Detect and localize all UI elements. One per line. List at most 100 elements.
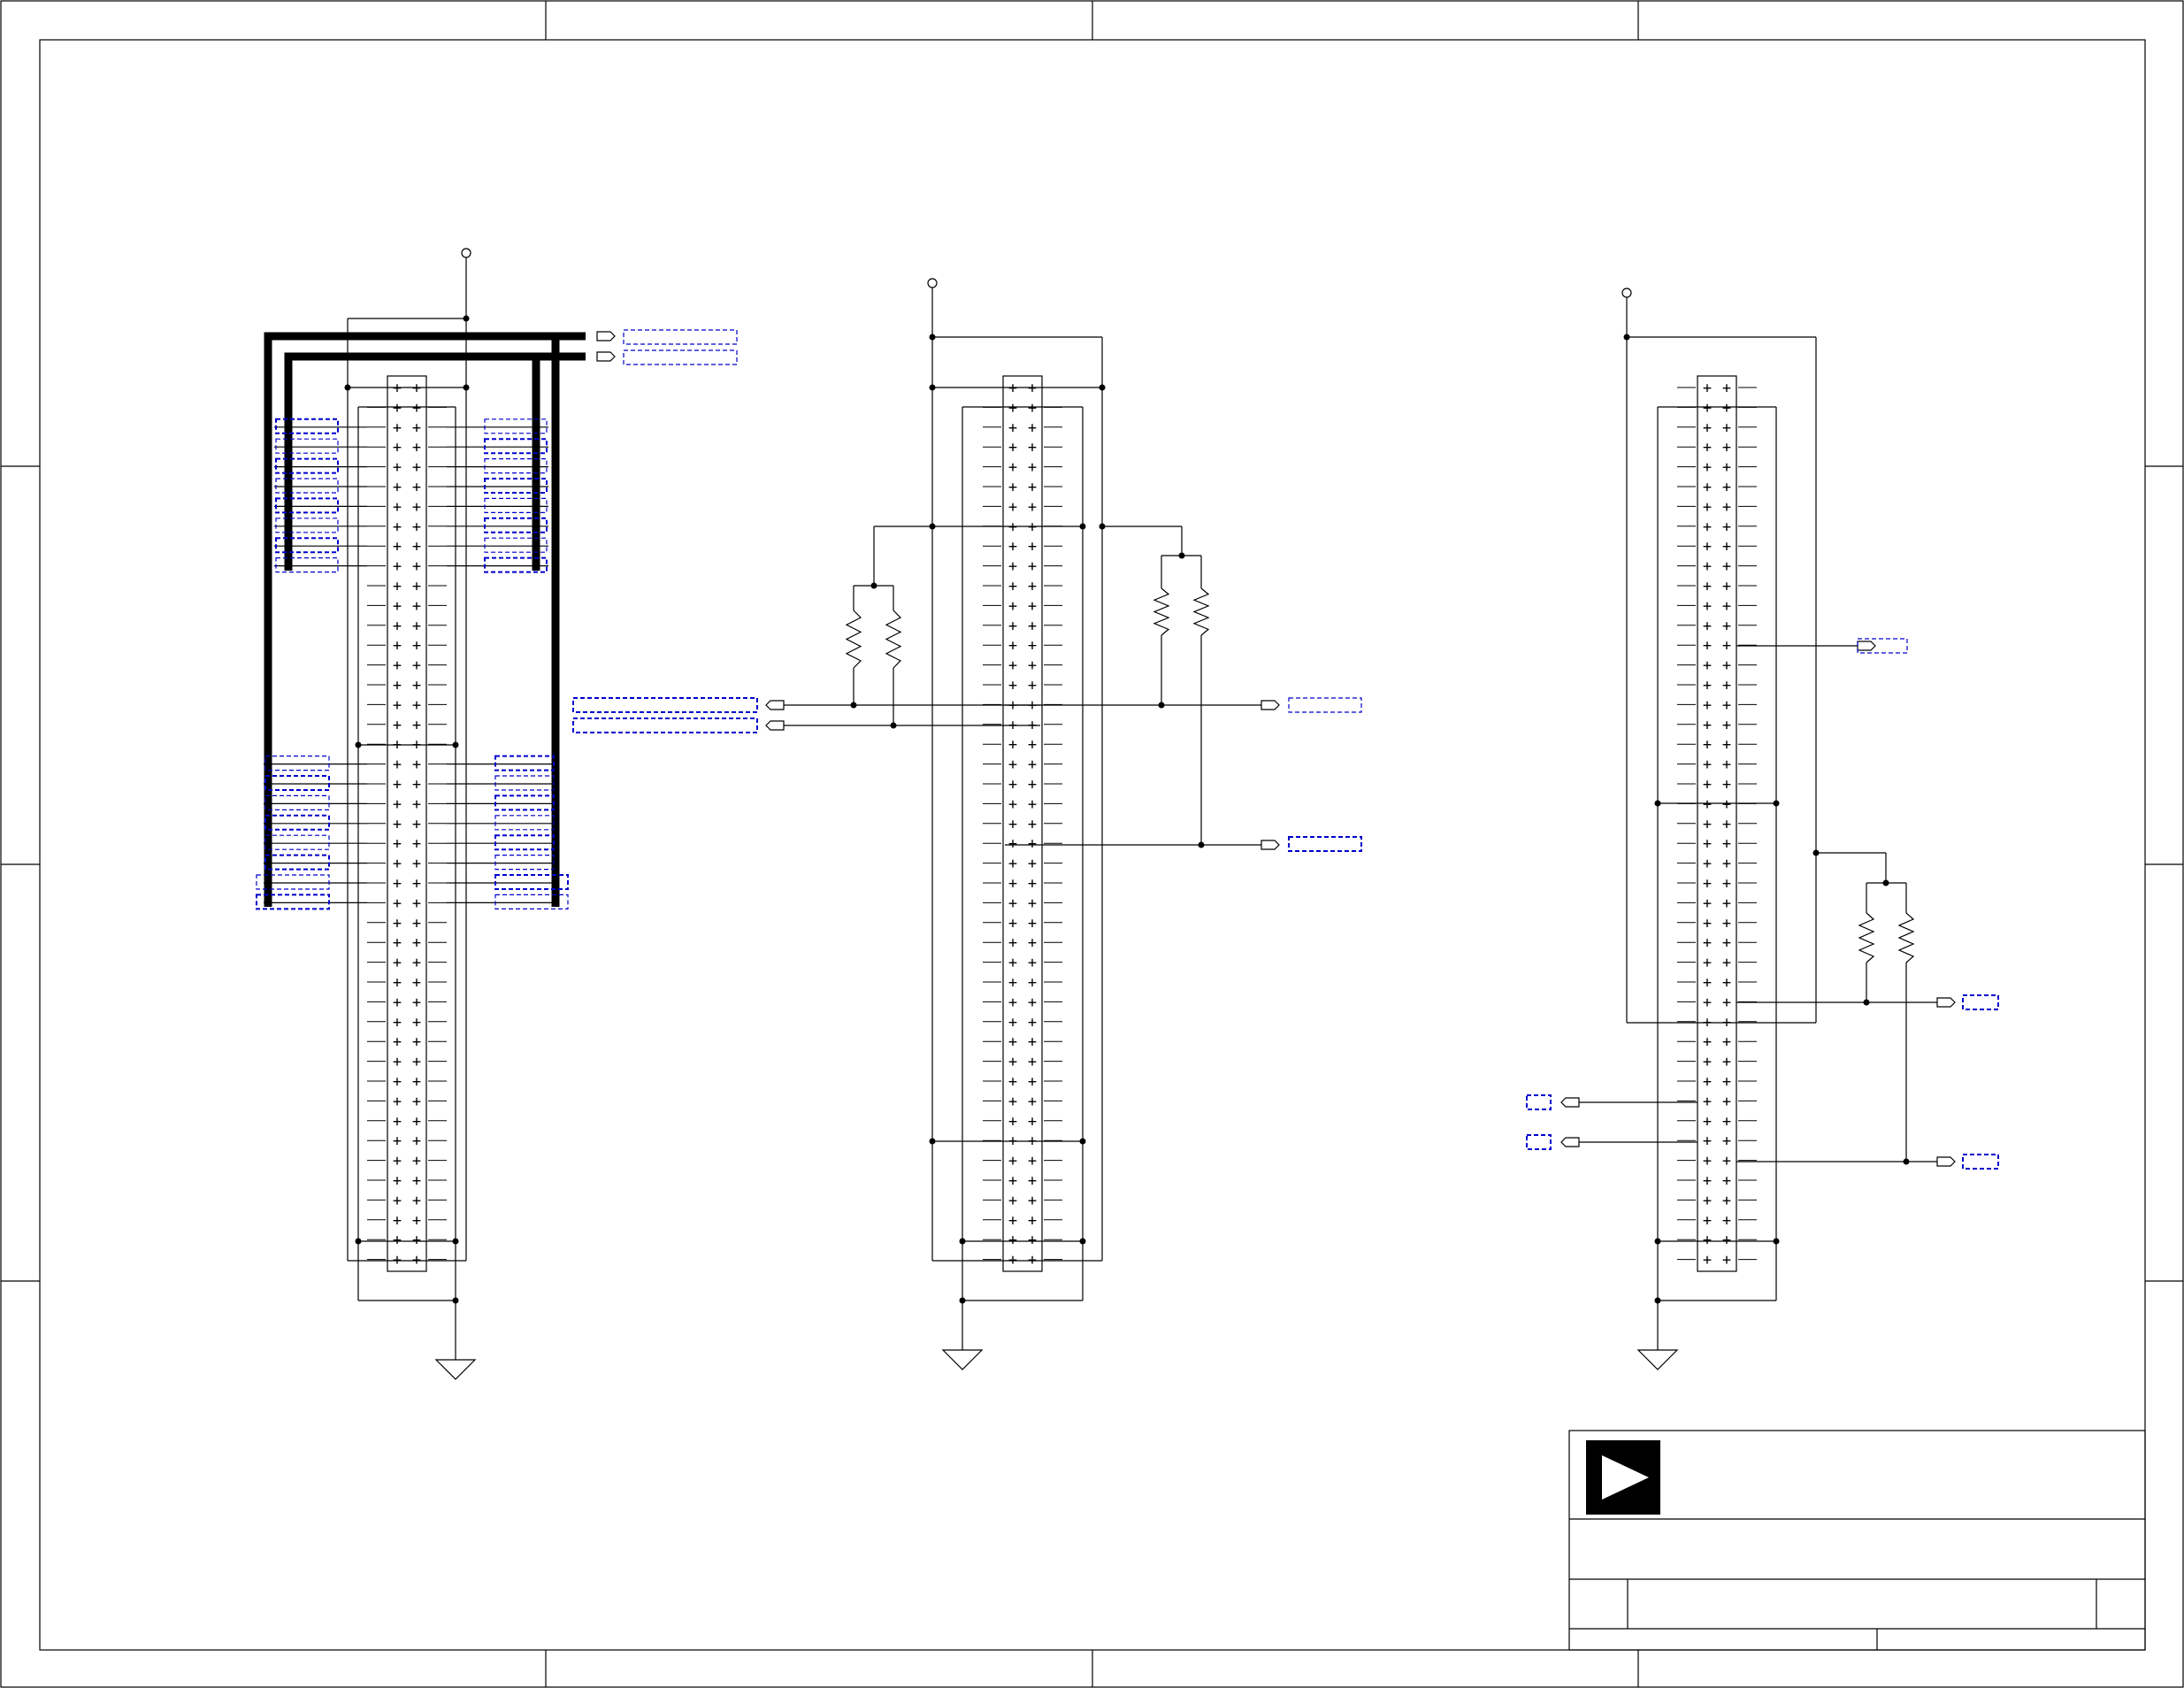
pin-marker: +	[1008, 816, 1017, 833]
pin-marker: +	[393, 894, 402, 912]
pin-marker: +	[1028, 399, 1037, 417]
net-label-box	[264, 775, 330, 791]
net-label-box	[1962, 1154, 1999, 1170]
pin-marker: +	[1008, 696, 1017, 714]
ground-symbol-icon	[1636, 1349, 1679, 1370]
pin-marker: +	[1008, 1153, 1017, 1170]
pin-marker: +	[1028, 1014, 1037, 1032]
pin-marker: +	[412, 578, 421, 595]
pin-marker: +	[1703, 1153, 1712, 1170]
connector-layer: + + + + + + + + + + + + + + + + + + + + + + + + + + + + + + + + + + + + + + + +…	[367, 375, 1757, 1272]
pin-marker: +	[1722, 955, 1731, 972]
net-label-box	[1526, 1094, 1552, 1110]
net-label-box	[623, 349, 738, 365]
resistor-symbol	[885, 610, 902, 669]
pin-marker: +	[412, 518, 421, 536]
pin-marker: +	[1028, 1153, 1037, 1170]
pin-marker: +	[412, 538, 421, 556]
pin-marker: +	[393, 955, 402, 972]
pin-marker: +	[1722, 1033, 1731, 1051]
net-label-box	[484, 517, 548, 533]
pin-marker: +	[1703, 1113, 1712, 1131]
pin-marker: +	[1028, 479, 1037, 496]
pin-marker: +	[393, 1132, 402, 1150]
off-page-connector-icon	[1936, 997, 1956, 1008]
pin-marker: +	[393, 657, 402, 675]
pin-marker: +	[1008, 677, 1017, 694]
pin-marker: +	[393, 1153, 402, 1170]
net-label-box	[264, 814, 330, 831]
net-label-box	[484, 497, 548, 514]
pin-marker: +	[412, 419, 421, 437]
off-page-connector-icon	[765, 720, 785, 731]
net-label-box	[1857, 638, 1908, 654]
pin-marker: +	[393, 558, 402, 576]
pin-marker: +	[1008, 637, 1017, 655]
pin-marker: +	[1703, 1231, 1712, 1249]
power-terminal-icon	[1621, 288, 1632, 298]
pin-marker: +	[1722, 934, 1731, 952]
pin-marker: +	[1703, 736, 1712, 754]
pin-marker: +	[393, 776, 402, 794]
pin-marker: +	[1722, 816, 1731, 833]
pin-marker: +	[393, 1231, 402, 1249]
resistor-symbol	[1858, 912, 1875, 963]
pin-marker: +	[393, 994, 402, 1011]
pin-marker: +	[1028, 756, 1037, 774]
pin-marker: +	[1722, 558, 1731, 576]
pin-marker: +	[412, 459, 421, 477]
pin-marker: +	[412, 776, 421, 794]
junction-dot	[1099, 384, 1106, 391]
pin-marker: +	[1703, 875, 1712, 893]
pin-marker: +	[1028, 578, 1037, 595]
title-block	[1568, 1430, 2146, 1651]
pin-marker: +	[1008, 1014, 1017, 1032]
pin-marker: +	[1722, 439, 1731, 457]
pin-marker: +	[1008, 974, 1017, 992]
pin-marker: +	[1008, 538, 1017, 556]
pin-marker: +	[1703, 1073, 1712, 1091]
pin-marker: +	[412, 915, 421, 932]
net-label-box	[264, 834, 330, 850]
ground-symbol-icon	[434, 1359, 477, 1380]
pin-marker: +	[412, 637, 421, 655]
bus-line	[284, 352, 586, 571]
off-page-connector-icon	[1261, 700, 1280, 710]
pin-marker: +	[393, 816, 402, 833]
off-page-connector-icon	[1560, 1137, 1580, 1147]
pin-marker: +	[412, 1153, 421, 1170]
pin-marker: +	[1028, 538, 1037, 556]
pin-marker: +	[412, 717, 421, 734]
pin-marker: +	[1703, 558, 1712, 576]
pin-marker: +	[1028, 459, 1037, 477]
pin-marker: +	[1703, 538, 1712, 556]
off-page-connector-icon	[1560, 1097, 1580, 1108]
pin-marker: +	[1008, 875, 1017, 893]
pin-marker: +	[412, 1192, 421, 1209]
net-label-box	[275, 556, 339, 573]
pin-marker: +	[1703, 756, 1712, 774]
pin-marker: +	[1008, 1093, 1017, 1110]
pin-marker: +	[1722, 459, 1731, 477]
pin-marker: +	[393, 1172, 402, 1190]
pin-marker: +	[1008, 419, 1017, 437]
pin-marker: +	[1028, 518, 1037, 536]
pin-marker: +	[1722, 380, 1731, 397]
pin-marker: +	[393, 1113, 402, 1131]
pin-marker: +	[412, 835, 421, 853]
pin-marker: +	[1703, 776, 1712, 794]
pin-marker: +	[1722, 1231, 1731, 1249]
net-label-box	[275, 497, 339, 514]
pin-marker: +	[393, 875, 402, 893]
net-label-box	[494, 755, 555, 771]
pin-marker: +	[393, 518, 402, 536]
pin-marker: +	[1008, 459, 1017, 477]
pin-marker: +	[393, 795, 402, 813]
pin-marker: +	[1008, 380, 1017, 397]
pin-marker: +	[1722, 578, 1731, 595]
off-page-connector-icon	[1857, 641, 1876, 651]
pin-marker: +	[1028, 994, 1037, 1011]
net-label-box	[1962, 994, 1999, 1010]
